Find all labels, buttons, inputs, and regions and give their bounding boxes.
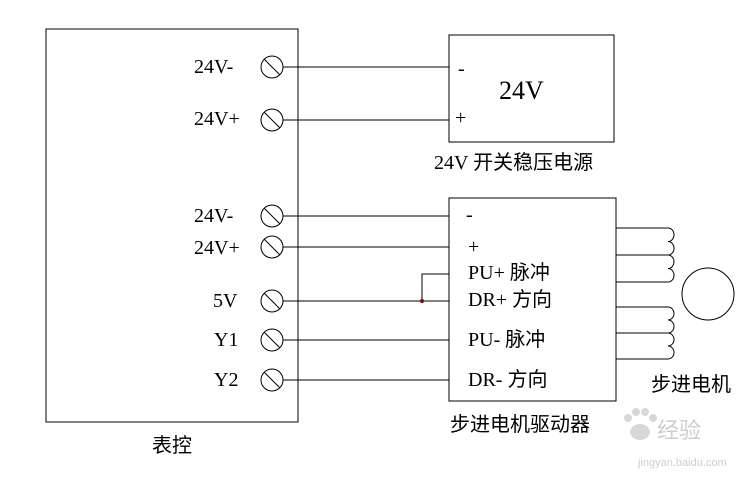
- terminal-label-3: 24V-: [194, 205, 233, 227]
- controller-caption: 表控: [152, 434, 192, 457]
- terminal-label-5: 5V: [213, 290, 238, 312]
- driver-pu-plus: PU+ 脉冲: [468, 261, 550, 284]
- terminal-label-6: Y1: [214, 329, 238, 351]
- motor-caption: 步进电机: [651, 373, 731, 396]
- terminal-label-4: 24V+: [194, 237, 240, 259]
- power-supply-title: 24V: [499, 76, 544, 105]
- screw-terminal-6: [260, 328, 284, 352]
- driver-plus: +: [468, 236, 479, 258]
- power-supply-minus: -: [458, 58, 465, 80]
- driver-dr-minus: DR- 方向: [468, 368, 547, 391]
- watermark-url: jingyan.baidu.com: [637, 457, 727, 469]
- terminal-label-7: Y2: [214, 369, 238, 391]
- driver-caption: 步进电机驱动器: [450, 413, 590, 436]
- screw-terminal-3: [260, 204, 284, 228]
- screw-terminal-2: [260, 108, 284, 132]
- motor-icon: [681, 267, 735, 321]
- wire-5v-pu-plus-link: [421, 273, 449, 301]
- driver-minus: -: [466, 204, 473, 226]
- power-supply-box: [448, 34, 615, 143]
- watermark-paw-icon: [624, 408, 657, 440]
- motor-coil-lower: [616, 306, 675, 360]
- screw-terminal-5: [260, 289, 284, 313]
- motor-coil-upper: [616, 227, 675, 283]
- watermark-text: 经验: [657, 418, 701, 443]
- driver-box: [448, 197, 617, 402]
- junction-dot: [420, 299, 424, 303]
- terminal-label-1: 24V-: [194, 56, 233, 78]
- power-supply-plus: +: [455, 107, 466, 129]
- controller-box: [45, 28, 299, 423]
- driver-pu-minus: PU- 脉冲: [468, 328, 545, 351]
- watermark: 经验 jingyan.baidu.com: [624, 408, 727, 469]
- driver-dr-plus: DR+ 方向: [468, 288, 552, 311]
- screw-terminal-1: [260, 55, 284, 79]
- screw-terminal-7: [260, 368, 284, 392]
- screw-terminal-4: [260, 235, 284, 259]
- power-supply-caption: 24V 开关稳压电源: [434, 151, 593, 174]
- terminal-label-2: 24V+: [194, 108, 240, 130]
